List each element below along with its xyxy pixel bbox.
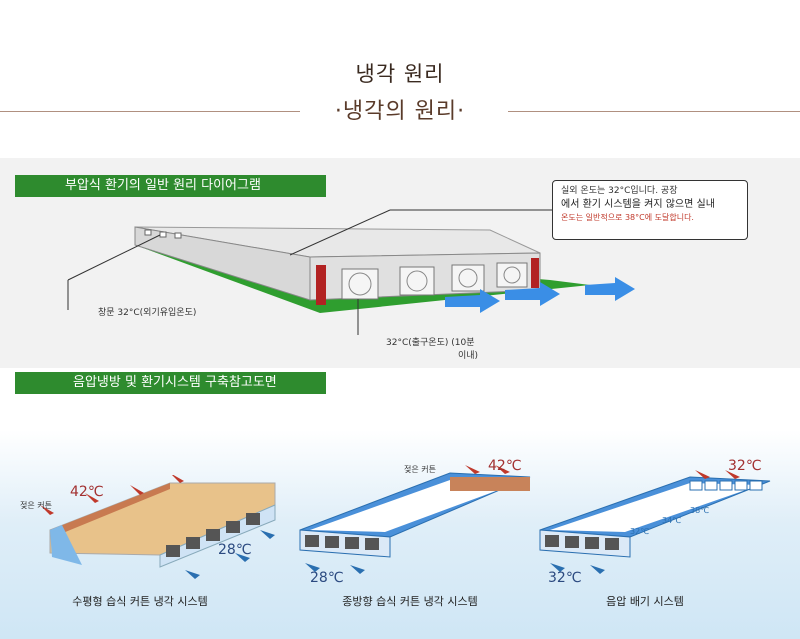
page-title: ·냉각의 원리·: [334, 99, 466, 124]
wet-curtain: [50, 483, 170, 535]
sys3-temp-3: 38℃: [690, 506, 710, 515]
outlet-temp-label: 32°C(출구온도) (10분: [386, 338, 475, 348]
window-temp-label: 창문 32°C(외기유입온도): [98, 308, 197, 318]
negative-pressure-system-diagram: [539, 470, 771, 574]
sys3-temp-out: 32℃: [548, 570, 582, 586]
sys2-temp-in: 42℃: [488, 458, 522, 474]
sys2-label: 종방향 습식 커튼 냉각 시스템: [342, 595, 478, 608]
sys3-label: 음압 배기 시스템: [606, 595, 684, 608]
sys3-temp-1: 32℃: [630, 527, 650, 536]
airflow-arrow: [585, 277, 635, 301]
longitudinal-system-diagram: [299, 465, 531, 574]
sys3-temp-in: 32℃: [728, 458, 762, 474]
section2-heading: 음압냉방 및 환기시스템 구축참고도면: [15, 372, 326, 394]
fan-icon: [451, 264, 485, 292]
sys2-temp-out: 28℃: [310, 570, 344, 586]
callout-line: 온도는 일반적으로 38°C에 도달합니다.: [561, 213, 694, 222]
horizontal-system-diagram: [40, 475, 276, 579]
section1-heading: 부압식 환기의 일반 원리 다이어그램: [15, 175, 326, 197]
sys1-temp-out: 28℃: [218, 542, 252, 558]
callout-line: 에서 환기 시스템을 켜지 않으면 실내: [561, 199, 715, 210]
barn-red-post: [316, 265, 326, 305]
outlet-temp-label-2: 이내): [458, 351, 479, 361]
sys1-wet-curtain-label: 젖은 커튼: [20, 501, 52, 510]
barn-red-post: [531, 258, 539, 288]
divider-right: [508, 111, 800, 112]
fan-icon: [399, 266, 435, 296]
leader-line: [67, 234, 161, 281]
divider-left: [0, 111, 300, 112]
page-subtitle: 냉각 원리: [355, 62, 445, 86]
barn-diagram: [67, 209, 635, 335]
sys1-label: 수평형 습식 커튼 냉각 시스템: [72, 595, 208, 608]
fan-icon: [496, 262, 528, 288]
sys1-temp-in: 42℃: [70, 484, 104, 500]
airflow-arrow: [445, 289, 500, 313]
airflow-arrow: [505, 282, 560, 306]
temperature-callout: 실외 온도는 32°C입니다. 공장 에서 환기 시스템을 켜지 않으면 실내 …: [552, 180, 748, 240]
sys2-wet-curtain-label: 젖은 커튼: [404, 465, 436, 474]
callout-line: 실외 온도는 32°C입니다. 공장: [561, 186, 678, 196]
sys3-temp-2: 34℃: [662, 516, 682, 525]
fan-icon: [341, 268, 379, 300]
leader-line: [289, 209, 391, 256]
